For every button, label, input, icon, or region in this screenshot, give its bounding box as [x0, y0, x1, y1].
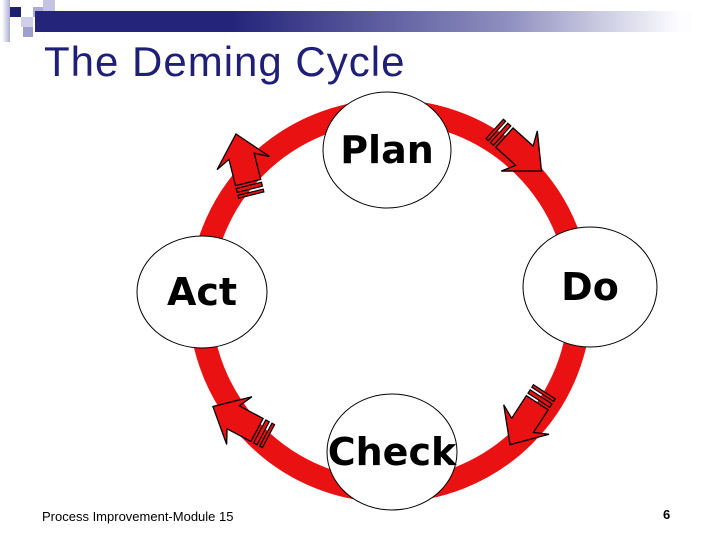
node-plan — [322, 91, 452, 209]
slide-title: The Deming Cycle — [44, 38, 406, 85]
node-act-label: Act — [167, 270, 237, 314]
decoration-strip — [2, 0, 10, 42]
node-plan-label: Plan — [340, 128, 434, 172]
decoration-square-navy — [10, 7, 21, 17]
decoration-square — [21, 17, 33, 27]
node-act — [136, 235, 268, 349]
node-check-label: Check — [328, 430, 457, 474]
node-do — [522, 226, 658, 348]
footer-text: Process Improvement-Module 15 — [42, 509, 234, 524]
node-check — [326, 393, 458, 511]
page-number: 6 — [663, 507, 671, 522]
title-gradient-bar — [35, 11, 692, 32]
decoration-square — [43, 0, 55, 13]
node-do-label: Do — [561, 265, 619, 309]
decoration-square — [23, 27, 33, 37]
